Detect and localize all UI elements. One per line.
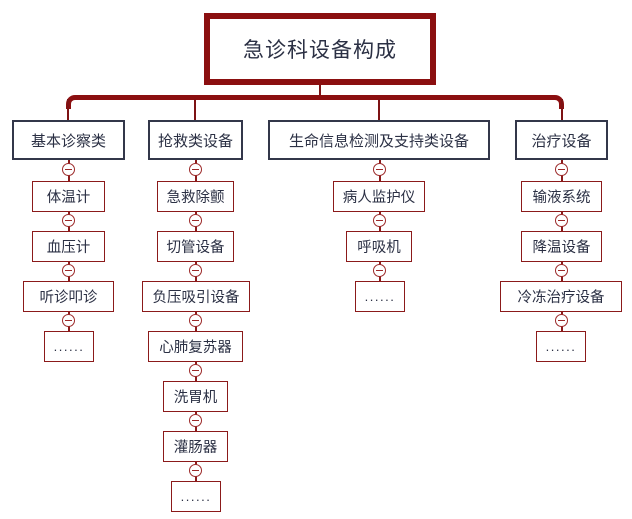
- root-stem: [319, 85, 321, 97]
- leaf-node-c4-4-label: ......: [545, 339, 577, 354]
- leaf-node-c4-1-label: 输液系统: [532, 190, 591, 206]
- leaf-node-c3-2[interactable]: 呼吸机: [346, 231, 412, 262]
- leaf-node-c4-3[interactable]: 冷冻治疗设备: [500, 281, 622, 312]
- bracket-drop-3: [378, 99, 380, 121]
- leaf-node-c1-3[interactable]: 听诊叩诊: [23, 281, 114, 312]
- category-node-2[interactable]: 抢救类设备: [148, 120, 243, 160]
- collapse-toggle-c4-2[interactable]: [555, 264, 568, 277]
- leaf-node-c4-2-label: 降温设备: [532, 240, 591, 256]
- collapse-toggle-c2-2[interactable]: [189, 264, 202, 277]
- category-node-1-label: 基本诊察类: [30, 132, 106, 150]
- leaf-node-c2-5-label: 洗胃机: [173, 390, 218, 406]
- collapse-toggle-c1-1[interactable]: [62, 214, 75, 227]
- collapse-toggle-c1[interactable]: [62, 163, 75, 176]
- root-node-label: 急诊科设备构成: [243, 39, 397, 62]
- collapse-toggle-c3-2[interactable]: [373, 264, 386, 277]
- leaf-node-c2-4-label: 心肺复苏器: [159, 340, 232, 356]
- leaf-node-c2-4[interactable]: 心肺复苏器: [148, 331, 243, 362]
- category-node-4[interactable]: 治疗设备: [515, 120, 608, 160]
- leaf-node-c1-1[interactable]: 体温计: [32, 181, 105, 212]
- collapse-toggle-c1-3[interactable]: [62, 314, 75, 327]
- leaf-node-c4-4[interactable]: ......: [536, 331, 586, 362]
- leaf-node-c1-2[interactable]: 血压计: [32, 231, 105, 262]
- leaf-node-c2-7[interactable]: ......: [171, 481, 221, 512]
- category-node-1[interactable]: 基本诊察类: [12, 120, 125, 160]
- leaf-node-c3-2-label: 呼吸机: [357, 240, 401, 256]
- leaf-node-c3-3[interactable]: ......: [355, 281, 405, 312]
- leaf-node-c3-3-label: ......: [364, 289, 396, 304]
- leaf-node-c2-2[interactable]: 切管设备: [157, 231, 234, 262]
- leaf-node-c2-6-label: 灌肠器: [173, 440, 218, 456]
- collapse-toggle-c2-1[interactable]: [189, 214, 202, 227]
- root-node[interactable]: 急诊科设备构成: [204, 13, 436, 85]
- leaf-node-c1-1-label: 体温计: [46, 190, 91, 206]
- branch-bracket: [66, 95, 564, 109]
- leaf-node-c3-1-label: 病人监护仪: [342, 190, 416, 206]
- leaf-node-c1-3-label: 听诊叩诊: [39, 290, 98, 306]
- collapse-toggle-c4-1[interactable]: [555, 214, 568, 227]
- collapse-toggle-c2[interactable]: [189, 163, 202, 176]
- leaf-node-c2-3[interactable]: 负压吸引设备: [142, 281, 250, 312]
- bracket-drop-2: [194, 99, 196, 121]
- leaf-node-c3-1[interactable]: 病人监护仪: [333, 181, 425, 212]
- leaf-node-c2-6[interactable]: 灌肠器: [163, 431, 228, 462]
- collapse-toggle-c2-3[interactable]: [189, 314, 202, 327]
- collapse-toggle-c3-1[interactable]: [373, 214, 386, 227]
- category-node-3[interactable]: 生命信息检测及支持类设备: [268, 120, 490, 160]
- leaf-node-c4-1[interactable]: 输液系统: [521, 181, 602, 212]
- collapse-toggle-c2-4[interactable]: [189, 364, 202, 377]
- collapse-toggle-c2-6[interactable]: [189, 464, 202, 477]
- leaf-node-c1-4-label: ......: [53, 339, 85, 354]
- leaf-node-c2-3-label: 负压吸引设备: [152, 290, 240, 306]
- leaf-node-c4-2[interactable]: 降温设备: [521, 231, 602, 262]
- leaf-node-c2-2-label: 切管设备: [166, 240, 225, 256]
- collapse-toggle-c3[interactable]: [373, 163, 386, 176]
- collapse-toggle-c1-2[interactable]: [62, 264, 75, 277]
- leaf-node-c2-1-label: 急救除颤: [166, 190, 225, 206]
- leaf-node-c2-5[interactable]: 洗胃机: [163, 381, 228, 412]
- collapse-toggle-c4[interactable]: [555, 163, 568, 176]
- category-node-2-label: 抢救类设备: [157, 132, 233, 150]
- bracket-drop-4: [561, 99, 563, 121]
- collapse-toggle-c2-5[interactable]: [189, 414, 202, 427]
- leaf-node-c2-1[interactable]: 急救除颤: [157, 181, 234, 212]
- leaf-node-c4-3-label: 冷冻治疗设备: [517, 290, 605, 306]
- collapse-toggle-c4-3[interactable]: [555, 314, 568, 327]
- bracket-drop-1: [67, 99, 69, 121]
- leaf-node-c1-4[interactable]: ......: [44, 331, 94, 362]
- leaf-node-c1-2-label: 血压计: [46, 240, 91, 256]
- category-node-4-label: 治疗设备: [531, 132, 592, 150]
- category-node-3-label: 生命信息检测及支持类设备: [288, 132, 469, 150]
- leaf-node-c2-7-label: ......: [180, 489, 212, 504]
